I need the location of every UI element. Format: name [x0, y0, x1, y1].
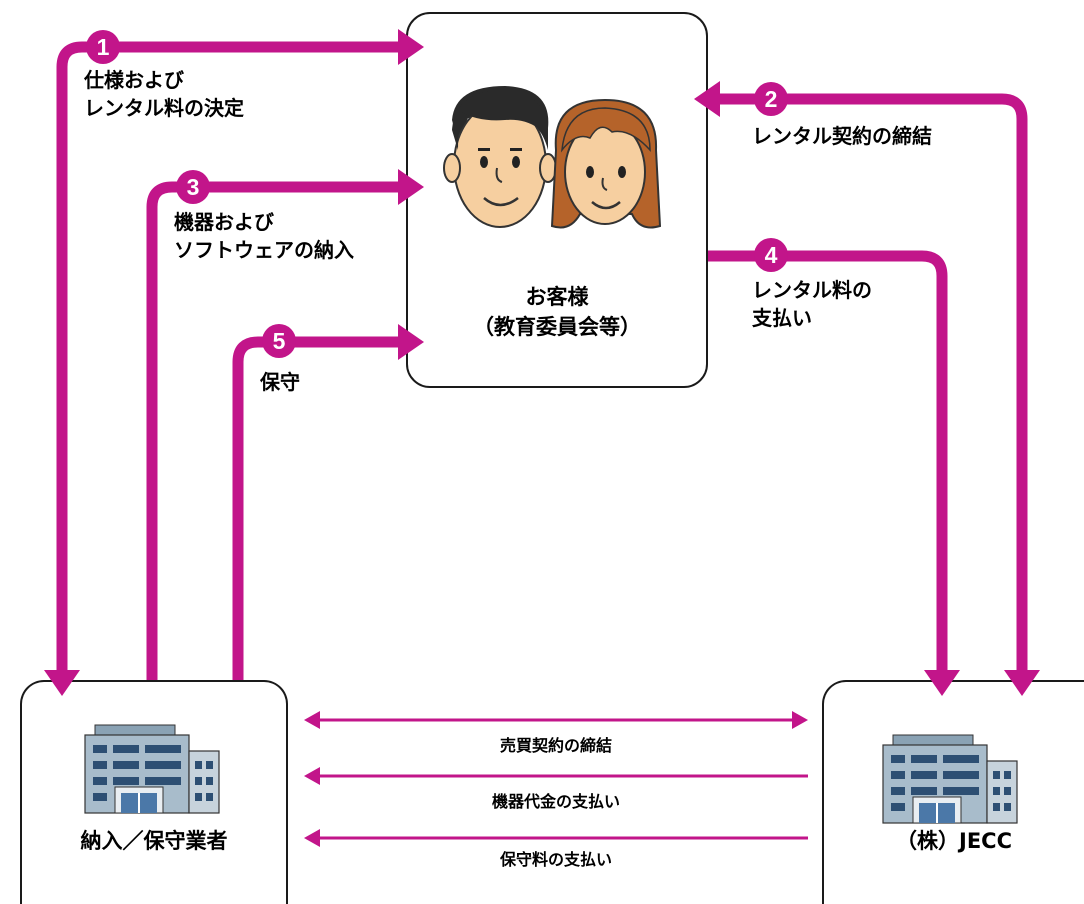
step-4-arrow-line [708, 250, 948, 672]
step-1-line1: 仕様および [84, 68, 184, 92]
jecc-building-icon [882, 734, 1018, 824]
step-5-arrow-line [232, 336, 400, 680]
flow-equipment-payment-label: 機器代金の支払い [491, 792, 620, 811]
step-1-arrowhead-down [44, 670, 80, 696]
step-2-arrow-line [716, 93, 1028, 672]
step-1-badge: 1 [86, 30, 120, 64]
step-1-label: 仕様および レンタル料の決定 [84, 66, 244, 122]
step-2-label: レンタル契約の締結 [752, 122, 932, 150]
step-3-label: 機器および ソフトウェアの納入 [174, 208, 354, 264]
vendor-building-icon [84, 724, 220, 814]
customer-label-line2: （教育委員会等） [473, 315, 641, 339]
step-1-line2: レンタル料の決定 [84, 96, 244, 120]
customer-label-line1: お客様 [525, 285, 589, 309]
vendor-node-label: 納入／保守業者 [80, 829, 228, 853]
step-4-arrowhead-down [924, 670, 960, 696]
step-5-arrowhead-right [398, 324, 424, 360]
step-3-line1: 機器および [174, 210, 274, 234]
flow-maintenance-payment-head-left [304, 829, 320, 847]
step-1-arrowhead-right [398, 29, 424, 65]
flow-sales-contract-head-right [792, 711, 808, 729]
step-3-arrow-line [146, 181, 400, 680]
step-2-badge: 2 [754, 82, 788, 116]
arrows-layer [44, 29, 1040, 847]
jecc-node-label: （株）JECC [896, 829, 1012, 853]
customer-faces-icon [443, 86, 662, 229]
step-4-badge: 4 [754, 238, 788, 272]
step-3-line2: ソフトウェアの納入 [174, 238, 354, 262]
step-2-arrowhead-down [1004, 670, 1040, 696]
step-4-label: レンタル料の 支払い [752, 276, 872, 332]
step-5-label: 保守 [260, 368, 300, 396]
step-4-line2: 支払い [752, 306, 812, 330]
step-3-badge: 3 [176, 170, 210, 204]
step-4-line1: レンタル料の [752, 278, 872, 302]
flow-equipment-payment-head-left [304, 767, 320, 785]
flow-sales-contract-label: 売買契約の締結 [499, 736, 612, 755]
step-2-arrowhead-left [694, 81, 720, 117]
flow-maintenance-payment-label: 保守料の支払い [499, 850, 612, 869]
flow-sales-contract-head-left [304, 711, 320, 729]
step-5-badge: 5 [262, 324, 296, 358]
step-3-arrowhead-right [398, 169, 424, 205]
step-5-line1: 保守 [260, 370, 300, 394]
step-1-arrow-line [56, 41, 400, 672]
step-2-line1: レンタル契約の締結 [752, 124, 932, 148]
customer-node-label: お客様 （教育委員会等） [408, 282, 706, 342]
